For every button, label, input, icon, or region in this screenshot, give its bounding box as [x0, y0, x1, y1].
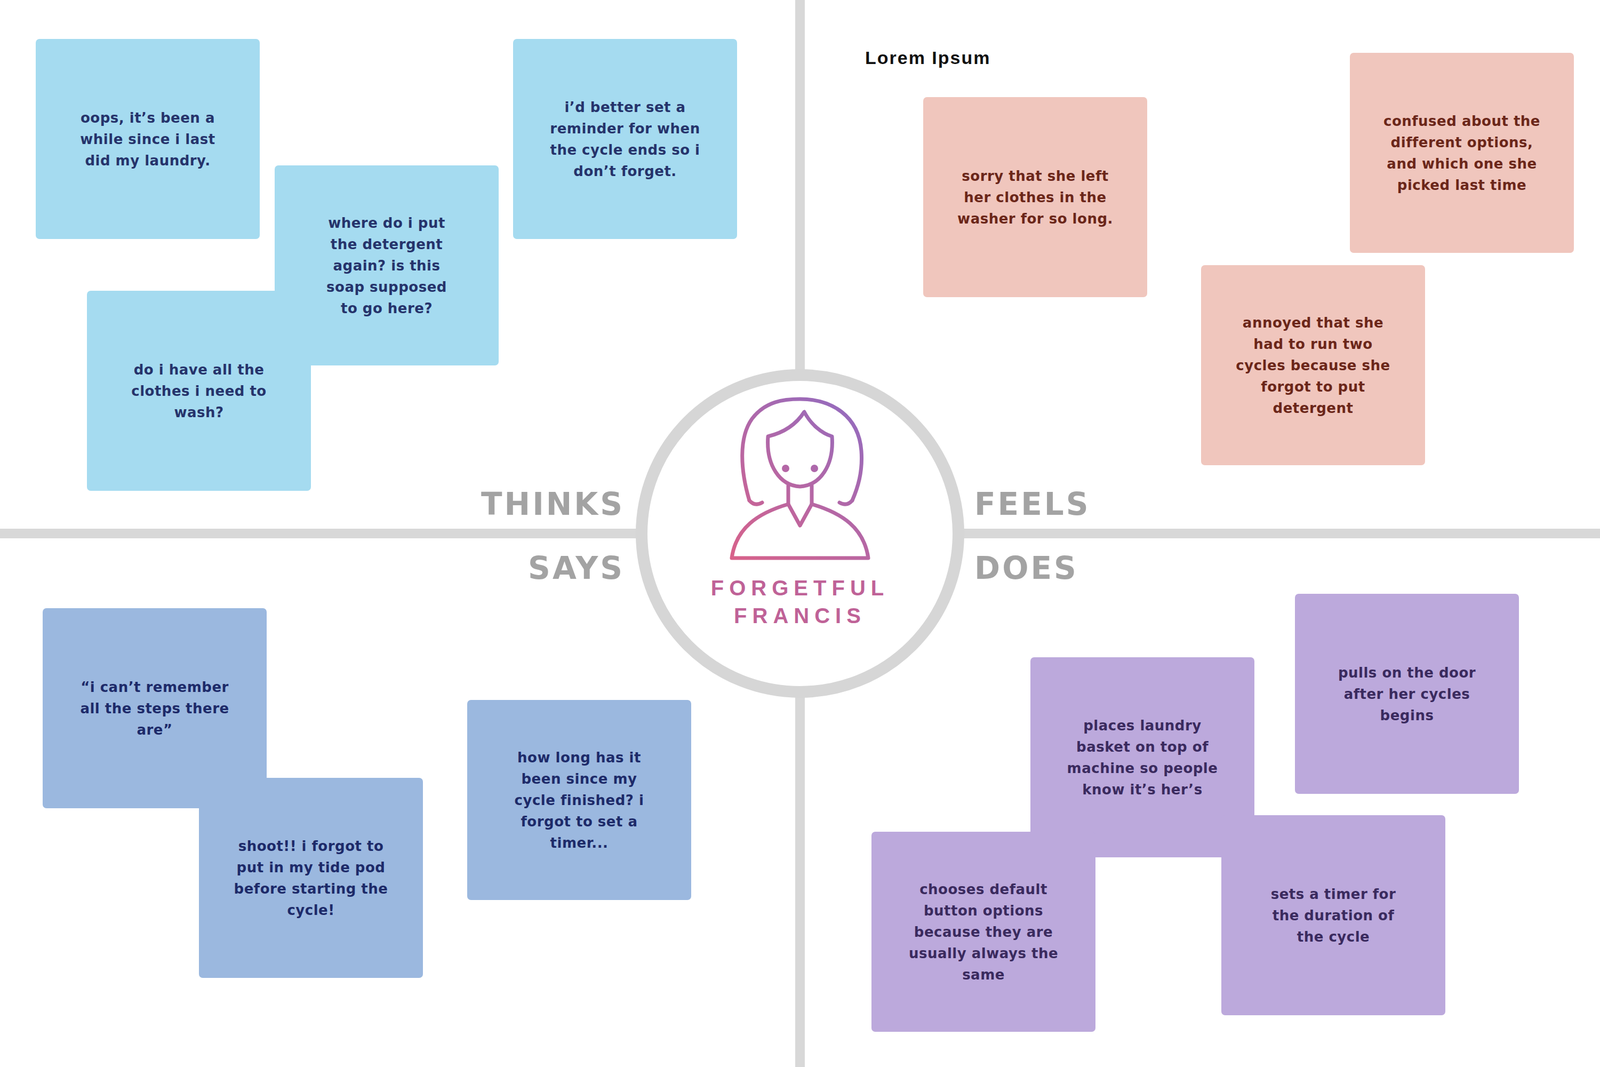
persona-circle: FORGETFUL FRANCIS — [635, 369, 965, 698]
person-icon — [731, 398, 869, 558]
note-text: annoyed that she had to run two cycles b… — [1233, 312, 1394, 419]
note-text: “i can’t remember all the steps there ar… — [74, 676, 235, 741]
note-text: pulls on the door after her cycles begin… — [1332, 661, 1482, 726]
thinks-note: do i have all the clothes i need to wash… — [86, 290, 311, 491]
does-note: places laundry basket on top of machine … — [1030, 657, 1255, 858]
center-disk — [642, 375, 958, 692]
header-label: Lorem Ipsum — [865, 48, 991, 68]
note-text: i’d better set a reminder for when the c… — [547, 96, 703, 182]
note-text: confused about the different options, an… — [1379, 110, 1545, 196]
person-eye — [810, 464, 819, 472]
quadrant-label: SAYS — [528, 551, 625, 586]
note-text: sets a timer for the duration of the cyc… — [1261, 883, 1406, 948]
thinks-note: oops, it’s been a while since i last did… — [35, 38, 260, 239]
note-text: places laundry basket on top of machine … — [1065, 714, 1220, 800]
note-text: do i have all the clothes i need to wash… — [121, 358, 277, 423]
quadrant-label: THINKS — [481, 487, 625, 522]
note-text: chooses default button options because t… — [903, 878, 1064, 986]
feels-note: confused about the different options, an… — [1349, 52, 1574, 253]
quadrant-label: FEELS — [974, 487, 1091, 522]
persona-name: FORGETFUL FRANCIS — [688, 573, 912, 630]
says-note: how long has it been since my cycle fini… — [467, 699, 692, 900]
thinks-note: i’d better set a reminder for when the c… — [513, 38, 738, 239]
feels-note: sorry that she left her clothes in the w… — [923, 97, 1148, 298]
does-note: sets a timer for the duration of the cyc… — [1221, 814, 1446, 1015]
note-text: where do i put the detergent again? is t… — [320, 212, 454, 319]
note-text: shoot!! i forgot to put in my tide pod b… — [233, 835, 389, 921]
does-note: pulls on the door after her cycles begin… — [1294, 593, 1519, 794]
note-text: how long has it been since my cycle fini… — [501, 746, 657, 854]
does-note: chooses default button options because t… — [871, 831, 1096, 1032]
note-text: sorry that she left her clothes in the w… — [955, 165, 1116, 230]
note-text: oops, it’s been a while since i last did… — [70, 107, 226, 172]
person-eye — [781, 464, 790, 472]
says-note: shoot!! i forgot to put in my tide pod b… — [198, 777, 423, 978]
feels-note: annoyed that she had to run two cycles b… — [1201, 265, 1426, 466]
quadrant-label: DOES — [974, 551, 1079, 586]
